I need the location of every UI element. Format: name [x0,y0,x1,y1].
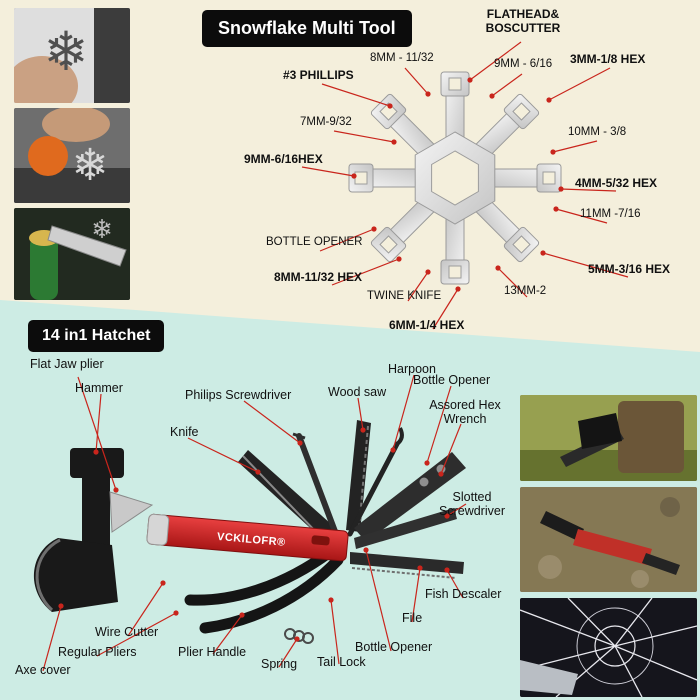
label-wire-cutter: Wire Cutter [95,625,159,639]
label-5mm-hex: 5MM-3/16 HEX [588,262,671,276]
label-4mm-hex: 4MM-5/32 HEX [575,176,658,190]
photo-bottle-opener-use: ❄ [14,208,130,300]
label-13mm-2: 13MM-2 [504,285,547,297]
label-wood-saw: Wood saw [328,385,387,399]
label-regular-pliers: Regular Pliers [58,645,137,659]
label-philips-screwdriver: Philips Screwdriver [185,388,292,402]
label-plier-handle: Plier Handle [178,645,247,659]
label-8mm-11-32: 8MM - 11/32 [370,52,434,64]
label-fish-descaler: Fish Descaler [425,587,502,601]
photo-broken-glass [520,598,697,697]
label-bottle-opener: BOTTLE OPENER [266,236,363,248]
label-twine-knife: TWINE KNIFE [367,290,442,302]
label-8mm-11-32-hex: 8MM-11/32 HEX [274,270,363,284]
label-file: File [402,611,423,625]
label-9mm-6-16: 9MM - 6/16 [494,58,553,70]
label-7mm-9-32: 7MM-9/32 [300,116,352,128]
label-spring: Spring [261,657,298,671]
label-bottle-opener-bottom: Bottle Opener [355,640,433,654]
photo-snowflake-tightening: ❄ [14,108,130,203]
label-hammer: Hammer [75,381,123,395]
label-hex-wrench: Assored Hex Wrench [429,398,501,427]
label-flathead-boscutter: FLATHEAD& BOSCUTTER [485,7,561,35]
label-11mm-7-16: 11MM -7/16 [580,208,641,220]
snowflake-section-title: Snowflake Multi Tool [202,10,412,47]
label-axe-cover: Axe cover [15,663,71,677]
label-slotted-screwdriver: Slotted Screwdriver [439,490,505,519]
label-tail-lock: Tail Lock [317,655,366,669]
photo-multitool-on-ground [520,487,697,592]
label-3-phillips: #3 PHILLIPS [283,68,354,82]
photo-snowflake-in-hand: ❄ [14,8,130,103]
label-harpoon: Harpoon [388,362,436,376]
svg-text:❄: ❄ [72,141,109,190]
label-9mm-hex: 9MM-6/16HEX [244,152,323,166]
label-flat-jaw-plier: Flat Jaw plier [30,357,104,371]
svg-text:❄: ❄ [43,22,88,82]
hatchet-section-title: 14 in1 Hatchet [28,320,165,352]
photo-hatchet-on-stump [520,395,697,481]
label-3mm-hex: 3MM-1/8 HEX [570,52,646,66]
label-bottle-opener-top: Bottle Opener [413,373,491,387]
hatchet-illustration: VCKILOFR® [33,420,466,644]
label-10mm-3-8: 10MM - 3/8 [568,126,627,138]
label-knife: Knife [170,425,199,439]
brand-text: VCKILOFR® [217,531,287,549]
svg-text:❄: ❄ [91,214,113,244]
label-6mm-hex: 6MM-1/4 HEX [389,318,465,332]
